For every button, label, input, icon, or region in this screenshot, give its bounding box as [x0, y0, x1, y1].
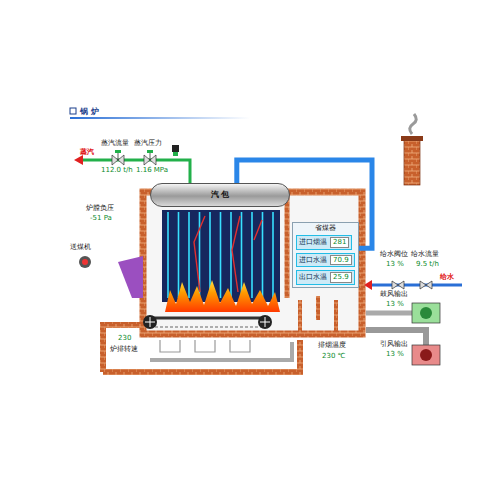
node-title: 省煤器: [293, 223, 358, 232]
plant-label: 炉排转速: [110, 345, 138, 353]
title-bar: [70, 117, 250, 119]
water-tube: [167, 212, 169, 298]
plant-label: 13 %: [386, 300, 404, 308]
feed-arrow: [364, 280, 372, 290]
plant-label: 1.16 MPa: [136, 166, 168, 174]
plant-label: 蒸汽压力: [134, 139, 162, 147]
steam-drum: 汽 包: [150, 183, 290, 207]
furnace-divider: [285, 196, 290, 298]
water-wall: [162, 210, 280, 302]
wheel-spoke: [260, 317, 270, 327]
node-title: 进口烟温: [299, 238, 327, 246]
plant-label: 排烟温度: [318, 341, 346, 349]
feed-valve: [392, 281, 404, 289]
plant-label: 230 ℃: [322, 352, 345, 360]
water-tube: [220, 212, 222, 298]
grate-wheel: [143, 315, 157, 329]
water-tube: [241, 212, 243, 298]
plant-label: 13 %: [386, 350, 404, 358]
title-icon: [70, 108, 76, 114]
water-tube: [272, 212, 274, 298]
wheel-spoke: [145, 317, 155, 327]
plant-label: 9.5 t/h: [416, 260, 439, 268]
plant-label: 送煤机: [70, 243, 91, 251]
node-value: 281: [330, 237, 349, 247]
plant-label: 给水阀位: [380, 250, 408, 258]
smoke: [410, 114, 417, 134]
feeder-motor: [79, 256, 91, 268]
valve-stem: [150, 153, 151, 160]
actuator-base: [173, 152, 178, 156]
water-tube: [178, 212, 180, 298]
value-box: 出口水温25.9: [296, 270, 355, 284]
baffle-line: [194, 216, 262, 292]
steam-arrow: [74, 155, 83, 165]
flue-baffle: [300, 296, 336, 334]
node-value: 70.9: [330, 255, 352, 265]
feeder-motor-core: [82, 259, 88, 265]
plant-label: -51 Pa: [90, 214, 112, 222]
plant-label: 112.0 t/h: [101, 166, 133, 174]
water-tube: [251, 212, 253, 298]
plant-label: 蒸汽流量: [101, 139, 129, 147]
node-title: 出口水温: [299, 273, 327, 281]
water-tube: [188, 212, 190, 298]
coal-hopper: [118, 256, 143, 298]
furnace-wall: [143, 192, 362, 334]
plant-label: 13 %: [386, 260, 404, 268]
economizer-box: 省煤器进口烟温281进口水温70.9出口水温25.9: [292, 222, 359, 288]
flame: [165, 280, 280, 312]
feed-meter: [420, 281, 432, 289]
plant-label: 230: [118, 334, 131, 342]
blower-rotor: [420, 307, 432, 319]
grate-wheel: [258, 315, 272, 329]
screen-title: 锅 炉: [80, 107, 99, 117]
actuator: [172, 145, 179, 152]
plant-label: 引风输出: [380, 340, 408, 348]
blower-duct: [366, 311, 412, 316]
water-tube: [230, 212, 232, 298]
blower-fan: [412, 303, 440, 323]
plant-label: 蒸汽: [80, 148, 94, 156]
water-tube: [262, 212, 264, 298]
valve-stem: [118, 153, 119, 160]
induced-fan: [412, 345, 440, 365]
grate-chain: [150, 326, 265, 327]
node-title: 进口水温: [299, 256, 327, 264]
chimney: [404, 140, 420, 185]
plant-label: 给水: [440, 273, 454, 281]
plant-label: 给水流量: [411, 250, 439, 258]
valve-head: [115, 150, 121, 153]
plant-label: 鼓风输出: [380, 290, 408, 298]
valve-head: [147, 150, 153, 153]
plant-label: 炉膛负压: [86, 204, 114, 212]
induced-rotor: [420, 349, 432, 361]
feed-pipe: [370, 284, 462, 287]
value-box: 进口烟温281: [296, 235, 352, 249]
air-box: [160, 340, 250, 352]
chain-grate: [150, 317, 265, 320]
chimney-cap: [401, 136, 423, 141]
value-box: 进口水温70.9: [296, 253, 355, 267]
air-pipe: [150, 342, 292, 360]
node-title: 汽 包: [211, 190, 230, 200]
lower-duct: [103, 325, 300, 372]
node-value: 25.9: [330, 272, 352, 282]
